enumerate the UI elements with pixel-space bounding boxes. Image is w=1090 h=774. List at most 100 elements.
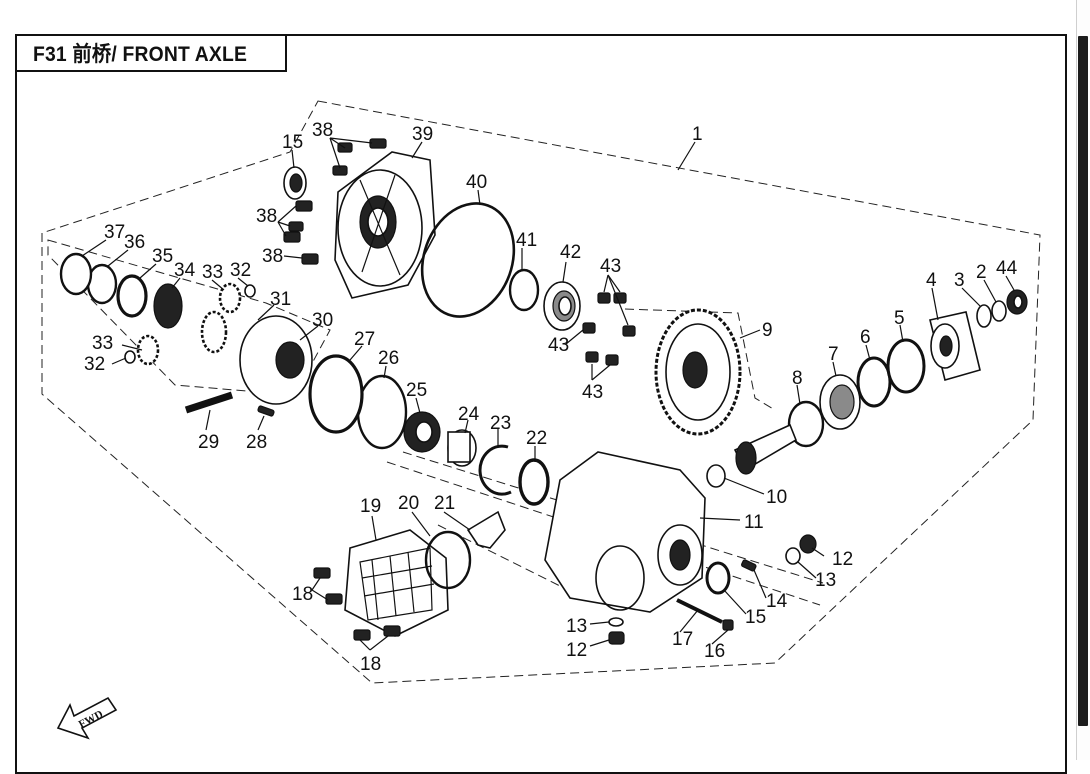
- bolt-set-43: [582, 292, 636, 366]
- washer-32-bottom: [124, 350, 136, 364]
- callout-5: 5: [894, 308, 905, 329]
- callout-32-top: 32: [230, 260, 251, 281]
- washer-2: [991, 300, 1007, 322]
- callout-18-top: 18: [292, 584, 313, 605]
- callout-6: 6: [860, 327, 871, 348]
- side-gear-31: [200, 310, 228, 354]
- shim-41: [508, 268, 540, 312]
- nut-44: [1006, 289, 1028, 315]
- main-housing-11: [544, 451, 706, 613]
- callout-44: 44: [996, 258, 1018, 279]
- callout-37: 37: [104, 222, 125, 243]
- shaft-29: [184, 391, 234, 414]
- callout-20: 20: [398, 493, 419, 514]
- bearing-42: [543, 281, 581, 331]
- callout-42: 42: [560, 242, 581, 263]
- shim-37: [59, 252, 93, 296]
- title-box: F31 前桥/ FRONT AXLE: [15, 34, 287, 72]
- scrollbar-thumb[interactable]: [1078, 36, 1088, 726]
- o-ring-40: [420, 202, 516, 318]
- callout-31: 31: [270, 289, 291, 310]
- hub-24: [447, 429, 477, 467]
- callout-13-right: 13: [815, 570, 836, 591]
- callout-30: 30: [312, 310, 333, 331]
- callout-9: 9: [762, 320, 773, 341]
- callout-21: 21: [434, 493, 455, 514]
- gear-34: [153, 283, 183, 329]
- callout-14: 14: [766, 591, 788, 612]
- callout-8: 8: [792, 368, 803, 389]
- callout-43-mid: 43: [548, 335, 569, 356]
- o-ring-26: [356, 374, 408, 450]
- callout-13-bottom: 13: [566, 616, 587, 637]
- pin-28: [257, 405, 275, 417]
- callout-23: 23: [490, 413, 511, 434]
- callout-32-bottom: 32: [84, 354, 105, 375]
- callout-40: 40: [466, 172, 487, 193]
- snap-ring-23: [478, 444, 512, 496]
- callout-34: 34: [174, 260, 196, 281]
- screw-16: [722, 619, 734, 631]
- callout-16: 16: [704, 641, 725, 662]
- callout-27: 27: [354, 329, 375, 350]
- callout-2: 2: [976, 262, 987, 283]
- seal-27: [308, 354, 364, 434]
- fork-21: [466, 510, 506, 549]
- callout-36: 36: [124, 232, 145, 253]
- callout-29: 29: [198, 432, 219, 453]
- callout-12-right: 12: [832, 549, 853, 570]
- seal-22: [518, 458, 550, 506]
- callout-19: 19: [360, 496, 381, 517]
- drain-plug-12-bottom: [608, 617, 625, 645]
- exploded-parts-diagram: 1 2 3 4 5 6 7 8 9 10 11 12 12 13 13 14 1…: [41, 100, 1041, 740]
- callout-39: 39: [412, 124, 433, 145]
- callout-43-top: 43: [600, 256, 621, 277]
- oil-seal-15-top: [283, 166, 307, 200]
- seal-5: [886, 338, 926, 394]
- oil-seal-15-bottom: [705, 561, 731, 595]
- washer-35: [116, 274, 148, 318]
- axis-line-d: [624, 308, 776, 411]
- callout-38-top: 38: [312, 120, 333, 141]
- callout-10: 10: [766, 487, 787, 508]
- shaft-17: [676, 598, 723, 624]
- callout-33-top: 33: [202, 262, 223, 283]
- seal-6: [856, 356, 892, 408]
- callout-35: 35: [152, 246, 173, 267]
- callout-43-low: 43: [582, 382, 603, 403]
- pinion-33-top: [218, 282, 242, 314]
- page-title: F31 前桥/ FRONT AXLE: [33, 43, 248, 66]
- coupler-25: [403, 411, 441, 453]
- diagram-frame: [15, 34, 1067, 774]
- callout-22: 22: [526, 428, 547, 449]
- axis-line-b: [402, 451, 824, 584]
- callout-28: 28: [246, 432, 267, 453]
- fill-plug-12-right: [785, 534, 817, 565]
- leader-lines: [81, 137, 1015, 651]
- callout-41: 41: [516, 230, 537, 251]
- fwd-arrow: FWD: [56, 696, 118, 740]
- callout-25: 25: [406, 380, 427, 401]
- callout-38-low: 38: [262, 246, 283, 267]
- callout-38-mid: 38: [256, 206, 277, 227]
- shim-36: [86, 263, 118, 305]
- callout-26: 26: [378, 348, 399, 369]
- pinion-33-bottom: [136, 334, 160, 366]
- washer-3: [976, 304, 992, 328]
- bearing-7: [819, 374, 861, 430]
- o-ring-20: [424, 530, 472, 590]
- callout-11: 11: [744, 512, 764, 533]
- washer-32-top: [244, 284, 256, 298]
- bolt-set-18: [313, 567, 401, 641]
- flange-4: [929, 311, 981, 381]
- cover-housing-39: [334, 151, 436, 299]
- rear-cover-19: [344, 529, 449, 637]
- callout-24: 24: [458, 404, 480, 425]
- carrier-30: [239, 315, 313, 405]
- callout-18-bottom: 18: [360, 654, 381, 675]
- callout-17: 17: [672, 629, 693, 650]
- callout-15-bottom: 15: [745, 607, 766, 628]
- pin-14: [741, 559, 757, 572]
- pinion-gear-10: [706, 423, 797, 488]
- callout-15-top: 15: [282, 132, 303, 153]
